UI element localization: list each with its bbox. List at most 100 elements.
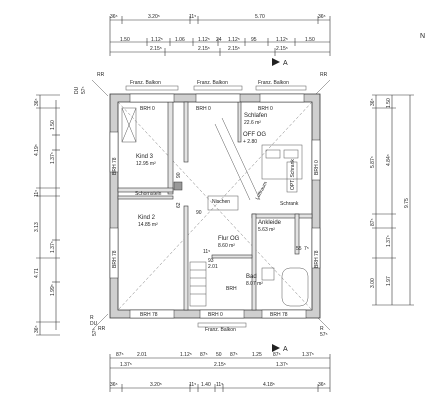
windows (109, 93, 321, 319)
dim-label: 2.15⁵ (228, 46, 240, 52)
section-arrow-icon (272, 58, 280, 66)
dim-label: 2.15⁵ (198, 46, 210, 52)
dim-label: 3.20⁵ (150, 382, 162, 388)
top-dimensions-row3: 2.15⁵ 2.15⁵ 2.15⁵ 2.15⁵ (150, 46, 288, 52)
room-kind2: Kind 2 14.85 m² (138, 215, 158, 228)
dim-label: 95 (251, 37, 257, 43)
schrank-label: Schrank (280, 201, 299, 207)
bottom-dimensions-row1: 87⁵ 2.01 1.12⁵ 87⁵ 50 87⁵ 1.25 87⁵ 1.37⁵ (116, 352, 314, 358)
small-dim-label: 55 (296, 246, 302, 252)
dim-label: 1.97 (386, 276, 392, 286)
schornstein-label: Schornstein (135, 191, 162, 197)
section-marker-bottom: A (283, 346, 288, 353)
room-area: 8.07 m² (246, 281, 263, 287)
balcony-label: Franz. Balkon (130, 80, 161, 86)
right-dimensions-a: 36⁵ 5.87⁵ 87⁵ 3.00 (370, 98, 376, 288)
dim-label: 2.15⁵ (276, 46, 288, 52)
room-name: Kind 3 (136, 154, 154, 160)
corner-label: DU (90, 321, 98, 327)
opt-schrank-label: OPT. Schrank (290, 159, 296, 190)
dim-label: 3.13 (34, 222, 40, 232)
room-value: + 2.80 (243, 139, 257, 145)
corner-label: RR (320, 72, 328, 78)
small-dim-label: 90 (176, 172, 182, 178)
brh-label: BRH 78 (314, 250, 320, 268)
dim-label: 2.01 (137, 352, 147, 358)
dim-label: 1.37⁵ (120, 362, 132, 368)
room-name: Flur OG (218, 236, 240, 242)
right-dimensions-b: 1.50 4.84⁵ 1.37⁵ 1.97 (386, 98, 392, 286)
dim-label: 11⁵ (34, 190, 40, 197)
dim-label: 11⁵ (189, 14, 196, 20)
left-dimension-lines (36, 94, 60, 336)
dim-label: 4.71 (34, 268, 40, 278)
balconies: Franz. Balkon Franz. Balkon Franz. Balko… (125, 80, 307, 333)
dim-label: 2.15⁵ (150, 46, 162, 52)
brh-label: BRH 0 (196, 106, 211, 112)
section-arrow-icon (272, 344, 280, 352)
dim-label: 4.84⁵ (386, 154, 392, 166)
dim-label: 4.19⁵ (34, 144, 40, 156)
corner-label: 57⁵ (320, 332, 328, 338)
room-area: 22.6 m² (244, 120, 261, 126)
dim-label: 36⁵ (34, 325, 40, 333)
brh-label: BRH (226, 286, 237, 292)
room-flur: Flur OG 8.60 m² (218, 236, 240, 249)
luftraum-label: Luftraum (254, 181, 269, 201)
corner-label: 57⁵ (92, 328, 98, 336)
brh-label: BRH 0 (208, 312, 223, 318)
corner-label: 57⁵ (81, 86, 87, 94)
dim-label: 87⁵ (200, 352, 208, 358)
dim-label: 1.12⁵ (198, 37, 210, 43)
small-dim-label: 7⁵ (304, 246, 309, 252)
dim-label: 1.50 (120, 37, 130, 43)
room-area: 14.85 m² (138, 222, 158, 228)
dim-label: 9.75 (404, 198, 410, 208)
top-dimensions-row2: 1.50 1.12⁵ 1.06 1.12⁵ 24 1.12⁵ 95 1.12⁵ … (120, 37, 315, 43)
north-label: N (420, 33, 425, 40)
top-dimensions-row1: 36⁵ 3.20⁵ 11⁵ 5.70 36⁵ (110, 14, 326, 20)
nischen-label: Nischen (212, 199, 230, 205)
dim-label: 36⁵ (318, 14, 326, 20)
section-marker-top: A (283, 60, 288, 67)
dim-label: 2.15⁵ (214, 362, 226, 368)
brh-label: BRH 0 (140, 106, 155, 112)
dim-label: 1.50 (50, 120, 56, 130)
dim-label: 1.12⁵ (151, 37, 163, 43)
small-dim-label: 93 (208, 258, 214, 264)
room-off: OFF OG + 2.80 (243, 132, 266, 145)
dim-label: 87⁵ (230, 352, 238, 358)
roof-lines (117, 101, 313, 311)
fixtures (121, 107, 309, 307)
small-dim-label: 62 (176, 202, 182, 208)
brh-label: BRH 78 (112, 157, 118, 175)
right-dimension-lines (372, 94, 414, 306)
dim-label: 1.99⁵ (50, 284, 56, 296)
dim-label: 36⁵ (110, 14, 118, 20)
bottom-dimensions-row3: 36⁵ 3.20⁵ 11⁵ 1.40 11⁵ 4.18⁵ 36⁵ (110, 382, 326, 388)
dim-label: 36⁵ (34, 98, 40, 106)
room-name: Bad (246, 274, 257, 280)
brh-label: BRH 78 (270, 312, 288, 318)
dim-label: 1.37⁵ (386, 235, 392, 247)
small-dim-label: 11⁵ (203, 249, 210, 255)
room-kind3: Kind 3 12.95 m² (136, 154, 156, 167)
dim-label: 1.12⁵ (276, 37, 288, 43)
corner-label: R (320, 326, 324, 332)
interior-walls (117, 101, 313, 311)
dim-label: 87⁵ (370, 218, 376, 226)
dim-label: 5.70 (255, 14, 265, 20)
room-schlafen: Schlafen 22.6 m² (244, 113, 267, 126)
dim-label: 3.20⁵ (148, 14, 160, 20)
brh-label: BRH 78 (112, 250, 118, 268)
dim-label: 3.00 (370, 278, 376, 288)
dim-label: 1.50 (386, 98, 392, 108)
corner-label: RR (97, 72, 105, 78)
corner-label: DU (74, 86, 80, 94)
dim-label: 36⁵ (370, 98, 376, 106)
balcony-label: Franz. Balkon (258, 80, 289, 86)
left-dimensions-outer: 36⁵ 4.19⁵ 11⁵ 3.13 4.71 36⁵ (34, 98, 40, 333)
room-name: OFF OG (243, 132, 266, 138)
room-ankleide: Ankleide 5.63 m² (258, 220, 282, 233)
